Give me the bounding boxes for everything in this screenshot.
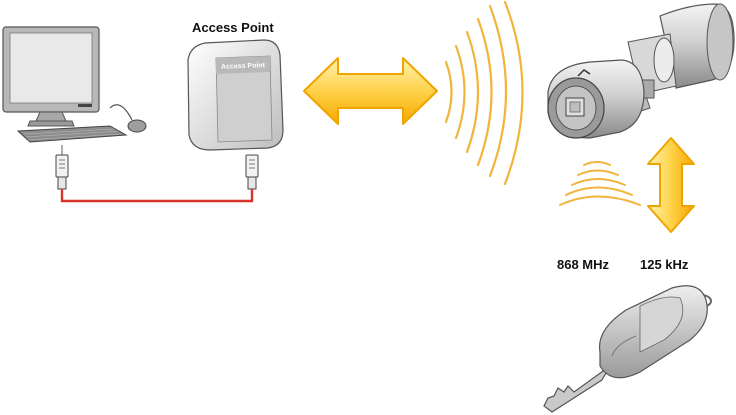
vertical-bidirectional-arrow-icon	[647, 137, 695, 233]
key-fob	[543, 285, 712, 413]
frequency-868-label: 868 MHz	[557, 257, 610, 272]
bidirectional-arrow-icon	[303, 57, 438, 125]
monitor-screen	[9, 32, 93, 104]
lock-cylinder	[547, 3, 735, 139]
radio-wave-icon	[444, 0, 524, 186]
monitor-stand	[35, 111, 67, 122]
rfid-wave-icon	[559, 161, 641, 206]
access-point-badge: Access Point	[221, 62, 266, 71]
network-cable	[60, 189, 254, 203]
network-plug-right	[245, 154, 259, 190]
key-blade	[543, 365, 611, 413]
network-plug-left	[55, 145, 69, 190]
access-point-device: Access Point	[187, 39, 284, 190]
access-point-label: Access Point	[192, 20, 274, 35]
frequency-125-label: 125 kHz	[640, 257, 689, 272]
computer	[2, 26, 147, 190]
mouse	[127, 119, 147, 133]
